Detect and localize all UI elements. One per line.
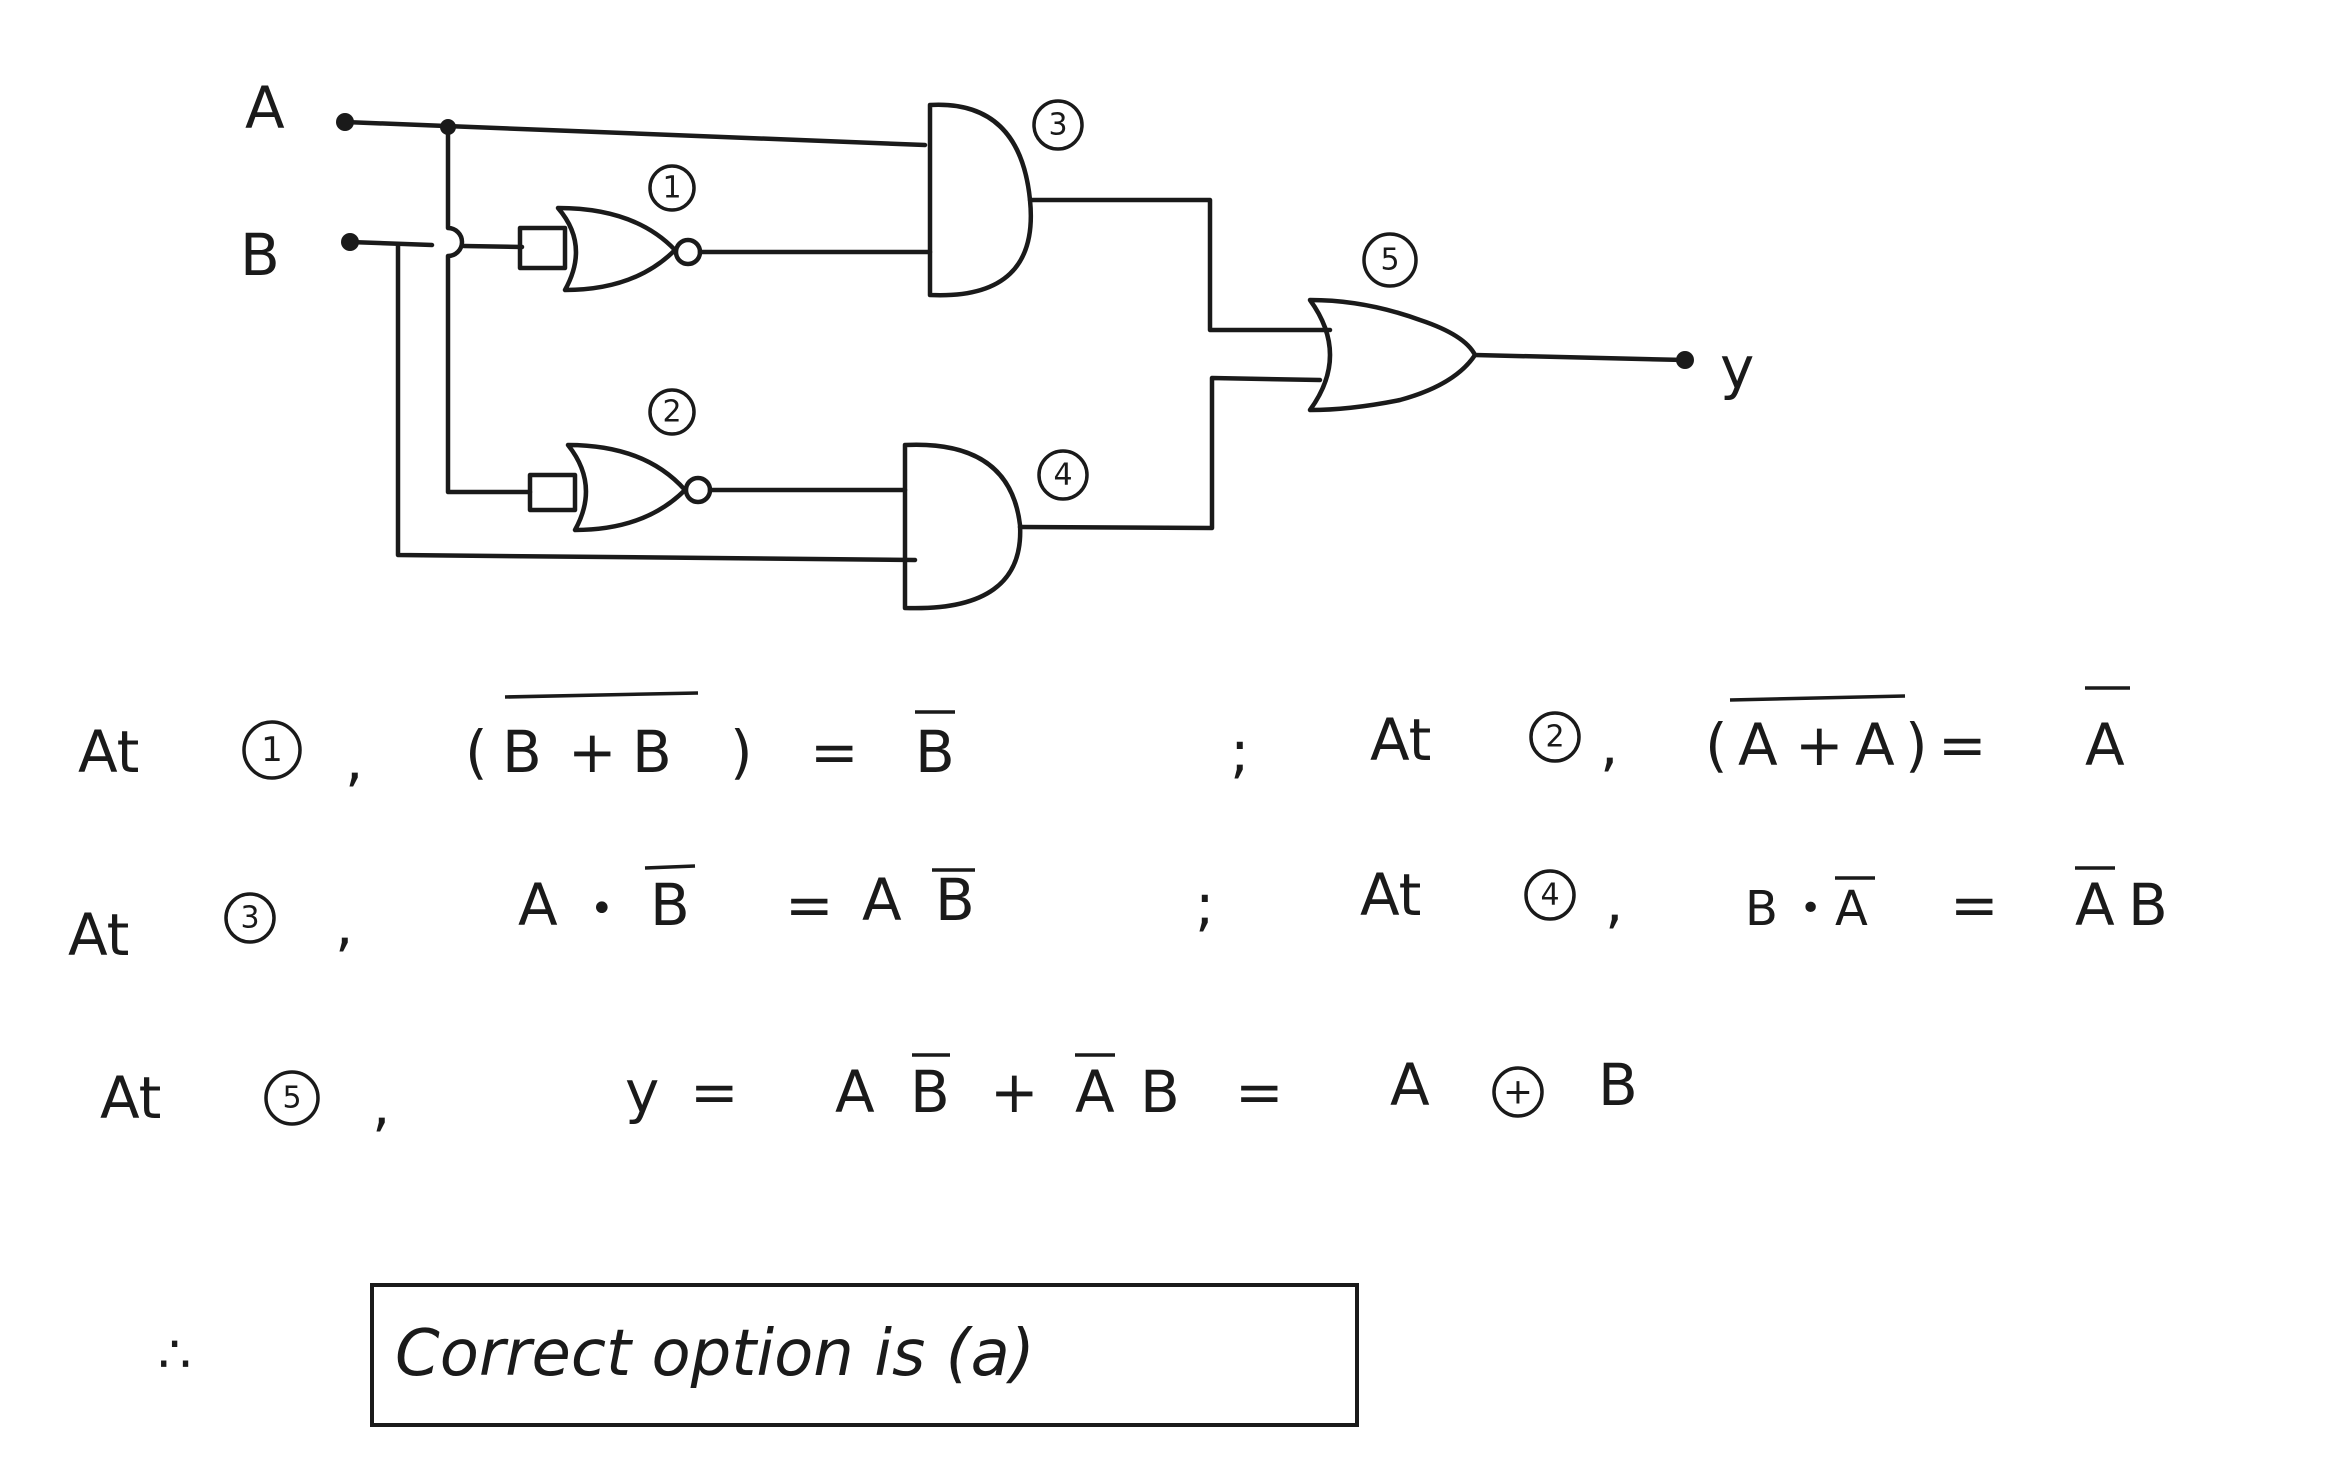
gate2-input-stub — [527, 472, 578, 513]
gate-number-4: 4 — [1037, 449, 1089, 501]
svg-text:At: At — [78, 718, 139, 786]
wire-gate3-to-gate5 — [1027, 197, 1333, 333]
wire-a-down-to-gate2 — [445, 124, 533, 495]
svg-text:A: A — [1390, 1051, 1430, 1119]
svg-text:5: 5 — [1380, 243, 1399, 278]
svg-text:(: ( — [1705, 711, 1728, 779]
input-label-a: A — [245, 74, 285, 142]
svg-text:4: 4 — [1540, 878, 1559, 913]
svg-text:B: B — [1745, 881, 1778, 937]
svg-text:=: = — [1235, 1058, 1284, 1126]
gate-1-nor — [555, 205, 703, 293]
wire-output — [1472, 352, 1688, 363]
svg-text:y: y — [625, 1058, 659, 1126]
svg-text:,: , — [1605, 868, 1623, 936]
svg-text:): ) — [1905, 711, 1928, 779]
svg-text:At: At — [68, 901, 129, 969]
gate-2-nor — [565, 442, 713, 533]
gate-3-and — [927, 102, 1034, 298]
svg-text:=: = — [690, 1058, 739, 1126]
gate-number-3: 3 — [1032, 99, 1084, 151]
svg-text:(: ( — [465, 718, 488, 786]
output-label-y: y — [1720, 334, 1754, 402]
step-5: At 5 , y = A B + A B = A + B — [100, 1051, 1638, 1139]
svg-text:A: A — [1855, 711, 1895, 779]
svg-text:,: , — [335, 891, 353, 959]
svg-text:=: = — [1950, 871, 1999, 939]
svg-text:,: , — [345, 726, 363, 794]
step-2: At 2 , ( A + A ) = A — [1370, 686, 2130, 779]
svg-text:+: + — [1503, 1072, 1533, 1113]
svg-text:B: B — [2128, 871, 2168, 939]
wire-a-to-gate3 — [342, 119, 928, 148]
svg-text:4: 4 — [1053, 458, 1072, 493]
svg-text:+: + — [1795, 711, 1844, 779]
svg-text:3: 3 — [240, 901, 259, 936]
svg-text:A: A — [1075, 1058, 1115, 1126]
svg-text:B: B — [502, 718, 542, 786]
gate1-input-stub — [517, 225, 568, 271]
svg-text:A: A — [835, 1058, 875, 1126]
input-label-b: B — [240, 221, 280, 289]
svg-text:5: 5 — [282, 1081, 301, 1116]
svg-text:): ) — [730, 718, 753, 786]
svg-text:1: 1 — [662, 171, 681, 206]
svg-text:At: At — [1360, 861, 1421, 929]
answer-box — [370, 1283, 1359, 1427]
svg-text:3: 3 — [1048, 108, 1067, 143]
svg-text:B: B — [1140, 1058, 1180, 1126]
svg-text:A: A — [1835, 881, 1868, 937]
svg-text:B: B — [910, 1058, 950, 1126]
gate-number-2: 2 — [648, 388, 696, 436]
step-4: At 4 , B • A = A B — [1360, 861, 2168, 939]
svg-text:+: + — [990, 1058, 1039, 1126]
logic-circuit: A B — [240, 74, 1754, 611]
gate-5-or — [1307, 297, 1478, 413]
solution-steps: At 1 , ( B + B ) = B ; At 2 , ( A + A ) — [68, 686, 2168, 1427]
svg-text:2: 2 — [662, 395, 681, 430]
svg-text:B: B — [650, 871, 690, 939]
svg-text:At: At — [100, 1064, 161, 1132]
therefore-symbol: ∴ — [158, 1325, 191, 1385]
svg-text:=: = — [785, 871, 834, 939]
gate-4-and — [902, 442, 1023, 611]
svg-text:At: At — [1370, 706, 1431, 774]
wire-gate4-to-gate5 — [1017, 375, 1323, 531]
svg-text:+: + — [568, 718, 617, 786]
svg-text:•: • — [1800, 888, 1821, 929]
svg-text:B: B — [632, 718, 672, 786]
svg-text:B: B — [915, 718, 955, 786]
step-1: At 1 , ( B + B ) = B — [78, 691, 955, 794]
svg-text:1: 1 — [261, 730, 283, 770]
answer-text: Correct option is (a) — [395, 1317, 1035, 1391]
svg-text:A: A — [2075, 871, 2115, 939]
svg-text:=: = — [1938, 711, 1987, 779]
wire-b-right — [461, 243, 525, 250]
wire-b-down-to-gate4 — [395, 242, 918, 563]
svg-text:B: B — [935, 866, 975, 934]
gate-number-5: 5 — [1362, 232, 1418, 288]
output-terminal — [1676, 351, 1694, 369]
separator-row1: ; — [1230, 718, 1250, 786]
separator-row2: ; — [1195, 871, 1215, 939]
step-3: At 3 , A • B = A B — [68, 864, 975, 969]
svg-text:2: 2 — [1545, 720, 1564, 755]
gate-number-1: 1 — [648, 164, 696, 212]
svg-text:A: A — [1738, 711, 1778, 779]
wire-b-left — [347, 239, 435, 248]
svg-text:A: A — [518, 871, 558, 939]
svg-text:,: , — [1600, 711, 1618, 779]
svg-text:•: • — [590, 886, 614, 932]
svg-text:=: = — [810, 718, 859, 786]
svg-text:A: A — [862, 866, 902, 934]
svg-text:A: A — [2085, 711, 2125, 779]
svg-text:,: , — [372, 1071, 390, 1139]
svg-text:B: B — [1598, 1051, 1638, 1119]
